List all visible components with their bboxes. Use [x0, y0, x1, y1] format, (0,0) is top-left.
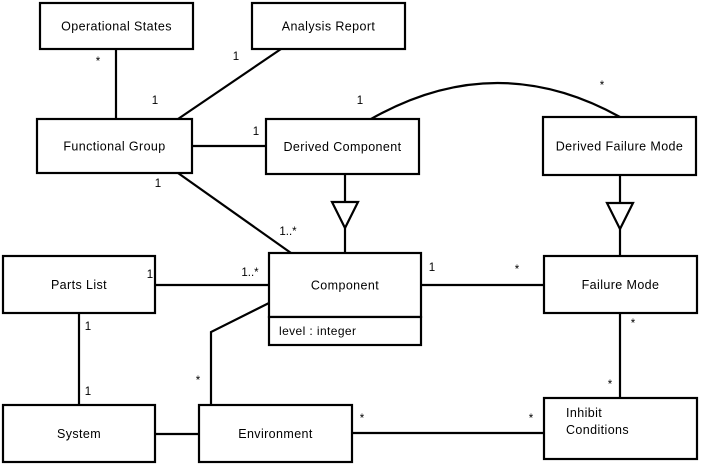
multiplicity-mult-derived-component-1: 1 — [253, 126, 259, 138]
class-name-label: Environment — [238, 427, 313, 441]
class-name-label: Derived Failure Mode — [556, 139, 684, 153]
class-name-label: Component — [311, 278, 379, 292]
multiplicity-mult-fg-top-1: 1 — [152, 95, 158, 107]
class-name-label: Failure Mode — [582, 278, 660, 292]
class-name-label: Parts List — [51, 278, 107, 292]
class-box-operational-states[interactable]: Operational States — [38, 1, 195, 51]
multiplicity-mult-environment-up-star: * — [196, 375, 201, 387]
class-box-derived-failure-mode[interactable]: Derived Failure Mode — [541, 115, 698, 177]
class-name-label: Derived Component — [284, 140, 402, 154]
class-box-derived-component[interactable]: Derived Component — [264, 117, 421, 176]
class-name-line: Conditions — [566, 423, 629, 437]
class-name-compartment — [264, 117, 421, 176]
multiplicity-mult-parts-list-down-1: 1 — [85, 321, 91, 333]
class-box-system[interactable]: System — [1, 403, 157, 464]
class-name-line: Inhibit — [566, 406, 602, 420]
class-name-compartment — [250, 1, 407, 51]
class-name-label: Analysis Report — [282, 19, 376, 33]
multiplicity-mult-component-1star-left: 1..* — [241, 267, 259, 279]
associations-layer — [77, 48, 635, 436]
association-derived-component--derived-failure-mode[interactable] — [370, 81, 621, 120]
class-name-compartment — [267, 251, 423, 319]
association-line — [177, 172, 292, 254]
multiplicity-mult-failure-mode-down-star: * — [631, 318, 636, 330]
multiplicity-mult-component-right-1: 1 — [429, 262, 435, 274]
class-box-parts-list[interactable]: Parts List — [1, 254, 157, 315]
multiplicity-mult-fg-bottom-1: 1 — [155, 178, 161, 190]
association-analysis-report--functional-group[interactable] — [177, 48, 282, 120]
association-derived-failure-mode--failure-mode[interactable] — [605, 175, 635, 256]
class-name-compartment — [542, 396, 699, 461]
class-name-compartment — [35, 117, 194, 175]
multiplicity-mult-analysis-report-1: 1 — [233, 51, 239, 63]
class-name-compartment — [541, 115, 698, 177]
multiplicity-layer: * 1 1 1 1 * 1 1..* 1 1..* 1 * 1 1 * * * * * — [85, 51, 636, 425]
multiplicity-mult-derived-curve-1: 1 — [357, 95, 363, 107]
multiplicity-mult-environment-right-star: * — [360, 413, 365, 425]
association-environment--component[interactable] — [209, 302, 270, 405]
class-attribute-label: level : integer — [279, 324, 356, 338]
class-name-label: System — [57, 427, 101, 441]
multiplicity-mult-system-up-1: 1 — [85, 386, 91, 398]
multiplicity-mult-parts-list-1: 1 — [147, 269, 153, 281]
class-attribute-compartment — [267, 315, 423, 347]
association-line — [209, 302, 270, 405]
generalization-triangle — [605, 201, 635, 232]
class-name-compartment — [1, 254, 157, 315]
class-box-failure-mode[interactable]: Failure Mode — [542, 254, 699, 315]
class-box-functional-group[interactable]: Functional Group — [35, 117, 194, 175]
association-line — [177, 48, 282, 120]
class-name-compartment — [542, 254, 699, 315]
multiplicity-mult-inhibit-left-star: * — [529, 413, 534, 425]
class-box-component[interactable]: Component level : integer — [267, 251, 423, 347]
class-name-compartment — [197, 403, 354, 464]
class-name-compartment — [38, 1, 195, 51]
multiplicity-mult-op-states-star: * — [96, 56, 101, 68]
multiplicity-mult-inhibit-up-star: * — [608, 379, 613, 391]
multiplicity-mult-component-1star-diag: 1..* — [279, 226, 297, 238]
class-name-label: Functional Group — [63, 139, 165, 153]
class-name-compartment — [1, 403, 157, 464]
association-functional-group--component[interactable] — [177, 172, 292, 254]
multiplicity-mult-derived-curve-star: * — [600, 80, 605, 92]
generalization-triangle — [330, 200, 360, 231]
association-derived-component--component[interactable] — [330, 174, 360, 253]
multiplicity-mult-failure-mode-star: * — [515, 264, 520, 276]
class-box-environment[interactable]: Environment — [197, 403, 354, 464]
class-box-analysis-report[interactable]: Analysis Report — [250, 1, 407, 51]
class-name-label: Operational States — [61, 19, 172, 33]
association-curve — [370, 81, 621, 120]
